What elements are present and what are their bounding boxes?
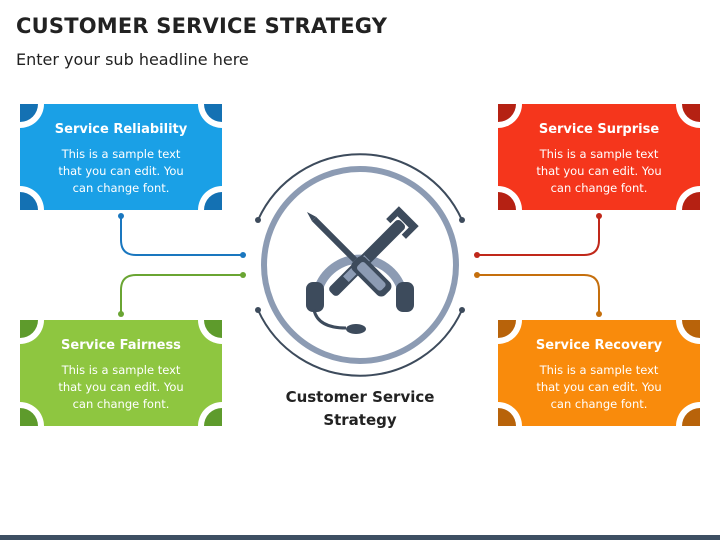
card-service-surprise: Service Surprise This is a sample text t… — [498, 104, 700, 210]
card-title: Service Fairness — [61, 338, 181, 353]
center-label: Customer Service Strategy — [270, 386, 450, 432]
connector-surprise — [477, 216, 600, 256]
outer-arc-bottom — [257, 309, 463, 377]
card-corner-fill — [682, 408, 700, 426]
card-service-reliability: Service Reliability This is a sample tex… — [20, 104, 222, 210]
connector-reliability — [120, 216, 243, 256]
page-subtitle: Enter your sub headline here — [16, 50, 249, 69]
outer-arc-top — [257, 153, 463, 221]
card-corner — [676, 320, 700, 344]
card-corner-fill — [204, 408, 222, 426]
card-corner — [676, 186, 700, 210]
arc-dot-tl — [255, 217, 261, 223]
card-body: This is a sample text that you can edit.… — [536, 147, 662, 195]
card-title: Service Recovery — [535, 338, 663, 353]
card-corner — [20, 186, 44, 210]
card-corner-fill — [204, 320, 222, 338]
connector-dot-recovery-end — [474, 272, 480, 278]
bottom-bar — [0, 535, 720, 540]
card-corner-fill — [682, 104, 700, 122]
card-corner-fill — [20, 104, 38, 122]
connector-dot-fairness-end — [240, 272, 246, 278]
card-service-recovery: Service Recovery This is a sample text t… — [498, 320, 700, 426]
center-label-line2: Strategy — [323, 411, 397, 429]
card-title: Service Reliability — [54, 122, 188, 137]
card-body: This is a sample text that you can edit.… — [58, 363, 184, 411]
card-corner — [676, 402, 700, 426]
card-corner-fill — [204, 192, 222, 210]
card-corner-fill — [682, 192, 700, 210]
card-corner-fill — [498, 192, 516, 210]
center-label-line1: Customer Service — [285, 388, 435, 406]
connector-dot-surprise-end — [474, 252, 480, 258]
card-corner — [198, 186, 222, 210]
card-service-fairness: Service Fairness This is a sample text t… — [20, 320, 222, 426]
connector-recovery — [477, 274, 600, 314]
card-body: This is a sample text that you can edit.… — [58, 147, 184, 195]
card-body: This is a sample text that you can edit.… — [536, 363, 662, 411]
card-corner-fill — [204, 104, 222, 122]
card-corner-fill — [498, 320, 516, 338]
connector-dot-reliability-start — [118, 213, 124, 219]
card-corner-fill — [20, 408, 38, 426]
arc-dot-tr — [459, 217, 465, 223]
page-title: CUSTOMER SERVICE STRATEGY — [16, 14, 388, 38]
connector-dot-surprise-start — [596, 213, 602, 219]
connector-dot-reliability-end — [240, 252, 246, 258]
card-corner — [198, 402, 222, 426]
connector-fairness — [120, 274, 243, 314]
headset-wrench-screwdriver-icon — [306, 206, 419, 334]
card-corner-fill — [20, 192, 38, 210]
card-corner — [20, 402, 44, 426]
card-corner-fill — [20, 320, 38, 338]
arc-dot-bl — [255, 307, 261, 313]
card-corner — [498, 402, 522, 426]
arc-dot-br — [459, 307, 465, 313]
card-corner-fill — [682, 320, 700, 338]
card-corner — [498, 186, 522, 210]
card-corner-fill — [498, 408, 516, 426]
connector-dot-fairness-start — [118, 311, 124, 317]
card-title: Service Surprise — [538, 122, 660, 137]
connector-dot-recovery-start — [596, 311, 602, 317]
card-corner-fill — [498, 104, 516, 122]
